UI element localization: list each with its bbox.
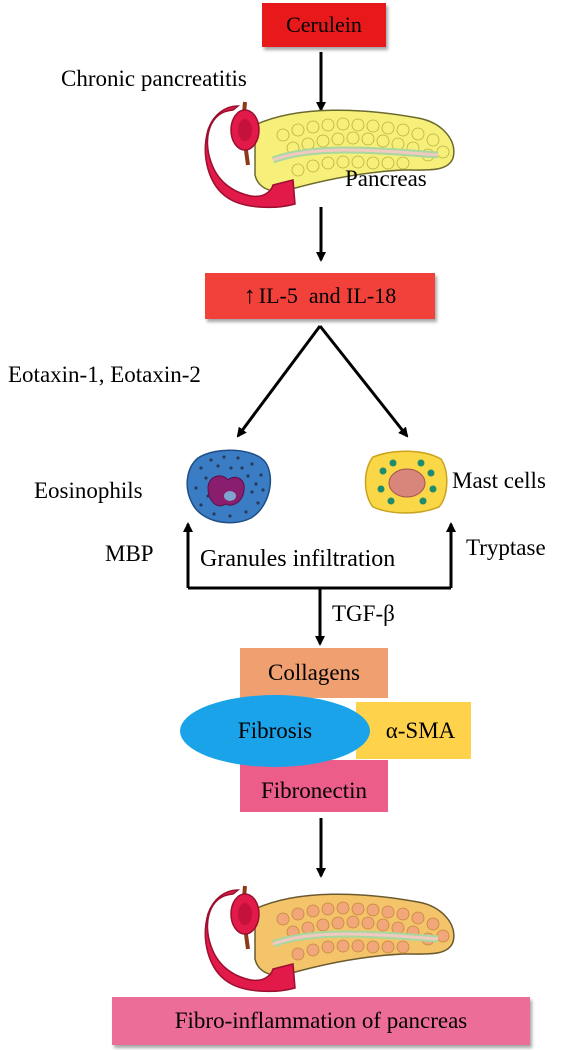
mast-cell-icon [364, 450, 448, 514]
mast-cells-label: Mast cells [452, 468, 546, 493]
final-outcome-label: Fibro-inflammation of pancreas [174, 1008, 468, 1033]
arrow-il-to-eosinophils [236, 325, 322, 438]
pancreas-icon [204, 885, 455, 993]
fibronectin-label: Fibronectin [260, 778, 368, 803]
collagens-box: Collagens [240, 648, 388, 698]
collagens-label: Collagens [268, 660, 360, 685]
tgf-beta-label: TGF-β [332, 601, 395, 626]
sma-box: α-SMA [356, 702, 471, 759]
mbp-label: MBP [105, 541, 154, 566]
cerulein-box: Cerulein [262, 3, 386, 47]
fibronectin-box: Fibronectin [240, 760, 388, 812]
eosinophil-icon [186, 449, 272, 524]
pancreas-icon [204, 101, 455, 209]
fibrosis-ellipse: Fibrosis [180, 695, 370, 767]
eosinophils-label: Eosinophils [34, 478, 143, 503]
fibrosis-label: Fibrosis [237, 718, 313, 743]
tryptase-label: Tryptase [466, 535, 546, 560]
eotaxin-label: Eotaxin-1, Eotaxin-2 [8, 362, 201, 387]
final-outcome-box: Fibro-inflammation of pancreas [112, 997, 530, 1045]
arrow-il-to-mast-cells [318, 325, 409, 438]
pancreas-label: Pancreas [345, 166, 427, 191]
granules-infiltration-label: Granules infiltration [200, 546, 396, 572]
il-box: ↑ IL-5 and IL-18 [205, 273, 435, 319]
il-label: IL-5 and IL-18 [258, 283, 397, 308]
sma-label: α-SMA [385, 717, 456, 743]
cerulein-label: Cerulein [286, 12, 362, 37]
up-arrow-icon: ↑ [243, 282, 256, 309]
chronic-pancreatitis-label: Chronic pancreatitis [61, 66, 247, 91]
